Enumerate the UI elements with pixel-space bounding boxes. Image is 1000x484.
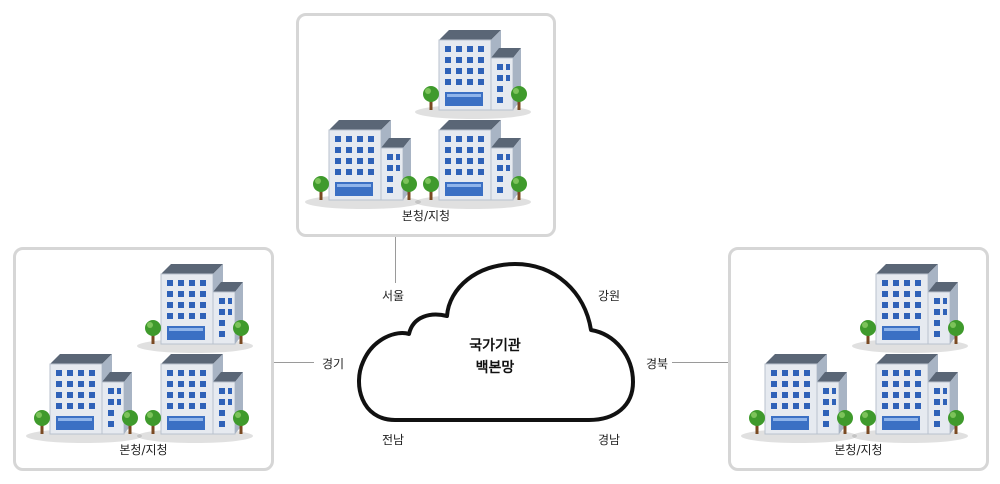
region-label-gangwon: 강원: [598, 289, 621, 303]
office-building-icon: [735, 348, 859, 446]
office-building-icon: [409, 114, 533, 212]
tree-icon: [145, 410, 161, 434]
tree-icon: [511, 176, 527, 200]
cloud-icon: [351, 254, 638, 426]
office-building-icon: [846, 258, 970, 356]
region-label-gyeongbuk: 경북: [646, 357, 669, 371]
branch-panel-right: 본청/지청: [728, 247, 989, 471]
region-label-jeonnam: 전남: [382, 433, 405, 447]
region-label-gyeongnam: 경남: [598, 433, 621, 447]
tree-icon: [233, 410, 249, 434]
tree-icon: [860, 320, 876, 344]
branch-panel-top: 본청/지청: [296, 13, 556, 237]
tree-icon: [948, 320, 964, 344]
tree-icon: [34, 410, 50, 434]
branch-panel-label: 본청/지청: [119, 443, 168, 457]
tree-icon: [511, 86, 527, 110]
cloud-title-line2: 백본망: [475, 360, 515, 376]
tree-icon: [233, 320, 249, 344]
office-building-icon: [299, 114, 423, 212]
tree-icon: [837, 410, 853, 434]
tree-icon: [423, 86, 439, 110]
tree-icon: [860, 410, 876, 434]
tree-icon: [122, 410, 138, 434]
branch-panel-label: 본청/지청: [401, 209, 451, 223]
branch-panel-left: 본청/지청: [13, 247, 274, 471]
office-building-icon: [20, 348, 144, 446]
tree-icon: [423, 176, 439, 200]
office-building-icon: [846, 348, 970, 446]
region-label-seoul: 서울: [382, 289, 405, 303]
region-label-gyeonggi: 경기: [322, 357, 345, 371]
tree-icon: [401, 176, 417, 200]
office-building-icon: [409, 24, 533, 122]
connector-top: [395, 237, 396, 283]
office-building-icon: [131, 348, 255, 446]
connector-right: [672, 362, 728, 363]
cloud-title-line1: 국가기관: [469, 338, 521, 354]
office-building-icon: [131, 258, 255, 356]
branch-panel-label: 본청/지청: [834, 443, 883, 457]
tree-icon: [749, 410, 765, 434]
connector-left: [274, 362, 314, 363]
tree-icon: [948, 410, 964, 434]
tree-icon: [145, 320, 161, 344]
tree-icon: [313, 176, 329, 200]
